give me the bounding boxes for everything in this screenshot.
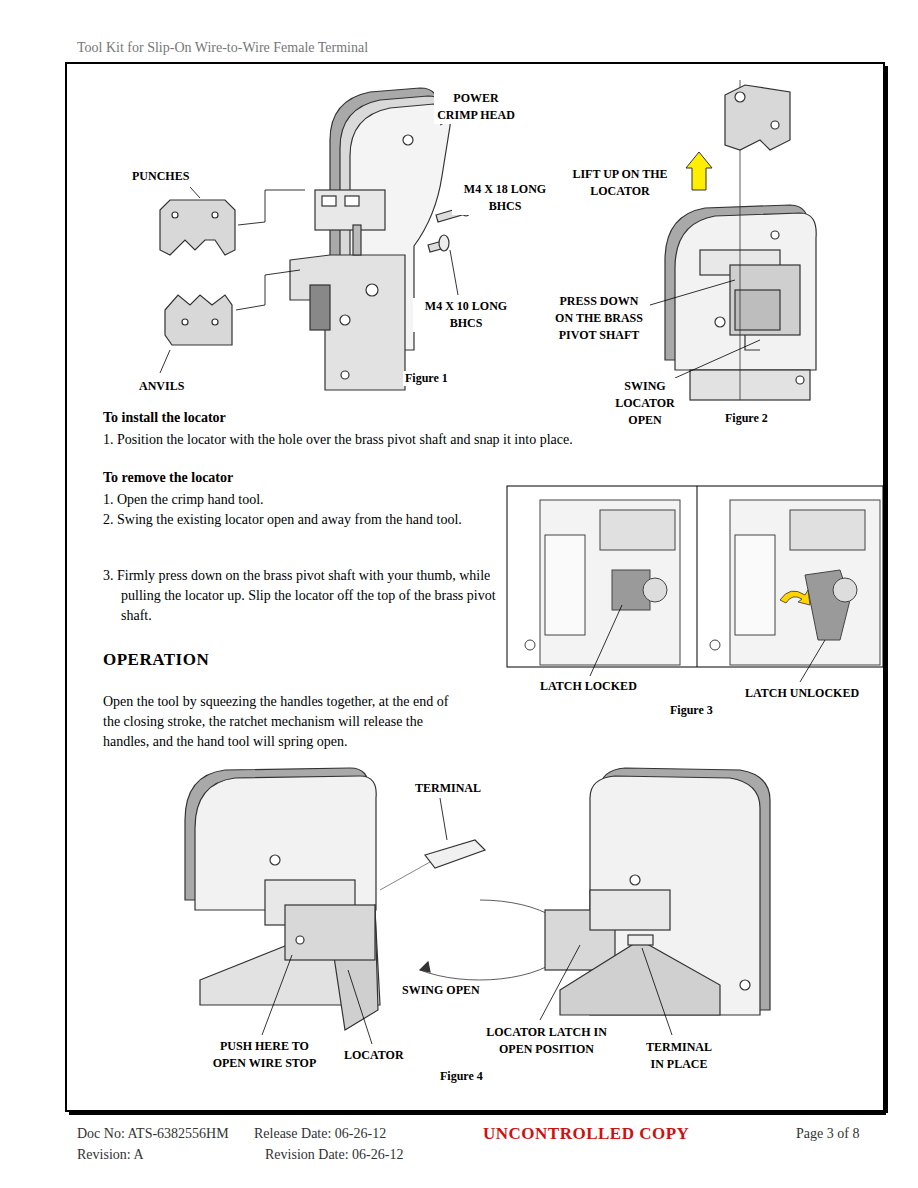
footer-text: Page 3 of 8: [796, 1126, 859, 1142]
step-text: 1. Open the crimp hand tool.: [103, 490, 491, 510]
step-text: 2. Swing the existing locator open and a…: [103, 510, 491, 530]
leader-lines: [160, 118, 485, 373]
section-heading: To remove the locator: [103, 470, 233, 486]
leader-lines: [262, 798, 672, 1044]
part-label: TERMINAL IN PLACE: [638, 1039, 720, 1073]
part-label: ANVILS: [137, 378, 186, 395]
part-label: PUNCHES: [130, 168, 191, 185]
part-label: LATCH LOCKED: [538, 678, 639, 695]
figure-caption: Figure 2: [723, 411, 770, 426]
operation-figure: [185, 768, 770, 1030]
frame-shadow: [69, 1111, 886, 1115]
leader-lines: [650, 280, 760, 378]
footer-text: Revision Date: 06-26-12: [265, 1147, 403, 1163]
footer-text: Release Date: 06-26-12: [254, 1126, 386, 1142]
figure-caption: Figure 3: [668, 703, 715, 718]
footer-text: Revision: A: [77, 1147, 144, 1163]
step-text: 1. Position the locator with the hole ov…: [103, 430, 651, 450]
page-frame: [66, 63, 884, 1111]
figure-caption: Figure 4: [438, 1069, 485, 1084]
part-label: LOCATOR: [342, 1047, 406, 1064]
instruction-label: SWING LOCATOR OPEN: [606, 378, 684, 429]
frame-shadow: [884, 66, 888, 1113]
part-label: TERMINAL: [413, 780, 483, 797]
part-label: M4 X 10 LONG BHCS: [413, 298, 519, 332]
lift-arrow: [686, 152, 712, 190]
section-heading: To install the locator: [103, 410, 226, 426]
instruction-label: PRESS DOWN ON THE BRASS PIVOT SHAFT: [550, 293, 648, 344]
latch-figure: [507, 486, 883, 682]
step-text: 3. Firmly press down on the brass pivot …: [103, 566, 501, 626]
part-label: M4 X 18 LONG BHCS: [452, 181, 558, 215]
part-label: POWER CRIMP HEAD: [434, 90, 518, 124]
watermark: UNCONTROLLED COPY: [483, 1124, 689, 1144]
footer-text: Doc No: ATS-6382556HM: [77, 1126, 229, 1142]
locator-removal-figure: [665, 80, 816, 400]
instruction-label: LIFT UP ON THE LOCATOR: [568, 166, 672, 200]
part-label: LOCATOR LATCH IN OPEN POSITION: [482, 1024, 611, 1058]
part-label: LATCH UNLOCKED: [743, 685, 861, 702]
instruction-label: SWING OPEN: [400, 982, 482, 999]
crimp-head-figure: [160, 88, 472, 390]
paragraph: Open the tool by squeezing the handles t…: [103, 692, 458, 752]
page-header: Tool Kit for Slip-On Wire-to-Wire Female…: [77, 40, 368, 56]
section-heading: OPERATION: [103, 650, 209, 670]
figure-caption: Figure 1: [403, 371, 450, 386]
instruction-label: PUSH HERE TO OPEN WIRE STOP: [200, 1038, 329, 1072]
